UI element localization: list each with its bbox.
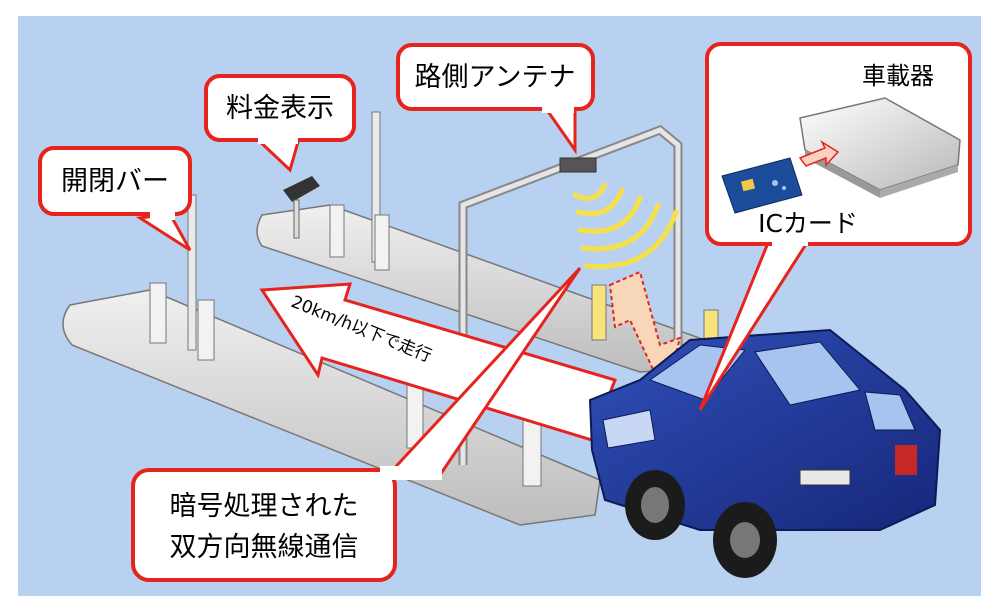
encrypted-comm-line1: 暗号処理された — [170, 491, 359, 522]
callout-fee-display: 料金表示 — [204, 74, 356, 173]
encrypted-comm-line2: 双方向無線通信 — [170, 532, 359, 563]
fee-display-sign — [283, 176, 320, 239]
car — [588, 328, 942, 578]
front-toll-island — [62, 289, 601, 526]
fee-display-label: 料金表示 — [226, 93, 334, 124]
callout-onboard-unit: 車載器 ICカード — [698, 42, 972, 411]
gate-bar-label: 開閉バー — [61, 166, 169, 197]
ic-card-label: ICカード — [758, 209, 858, 238]
insert-arrow-icon — [798, 139, 840, 167]
onboard-device-icon — [799, 97, 961, 198]
callout-gate-bar: 開閉バー — [38, 146, 192, 252]
antenna-unit — [559, 157, 597, 173]
roadside-antenna-label: 路側アンテナ — [415, 62, 576, 93]
ic-card-icon — [721, 157, 803, 214]
onboard-unit-label: 車載器 — [862, 62, 934, 90]
callout-encrypted-communication: 暗号処理された 双方向無線通信 — [131, 266, 582, 582]
gate-bar-pole — [187, 194, 197, 351]
callout-roadside-antenna: 路側アンテナ — [396, 43, 595, 155]
radio-waves — [572, 182, 679, 270]
